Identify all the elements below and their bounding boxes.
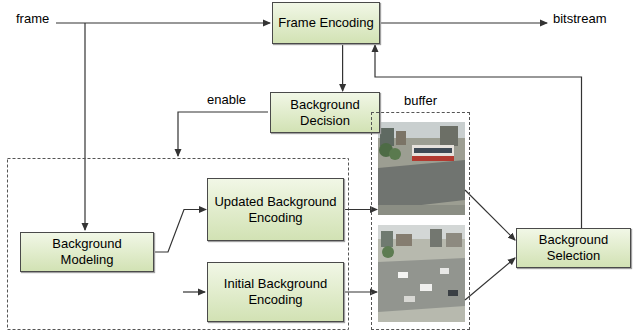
connector-path <box>375 45 582 228</box>
box-label: Updated Background Encoding <box>208 194 343 225</box>
process-box: Updated Background Encoding <box>207 178 344 241</box>
box-label: Background Decision <box>271 97 379 128</box>
flow-label: bitstream <box>552 11 607 27</box>
input-branch <box>84 23 85 230</box>
background-image <box>378 225 465 322</box>
output-line <box>378 22 547 23</box>
process-box: Frame Encoding <box>272 2 380 44</box>
connector-path <box>344 291 377 292</box>
input-line <box>56 22 270 23</box>
box-label: Frame Encoding <box>274 15 377 31</box>
box-label: Background Modeling <box>21 236 153 267</box>
flow-label: enable <box>206 92 247 108</box>
process-box: Initial Background Encoding <box>207 262 344 322</box>
connector-path <box>344 209 377 210</box>
flow-arrow <box>342 44 343 91</box>
buffer-region: buffer <box>371 112 470 330</box>
connector-path <box>465 190 515 240</box>
input-stub <box>183 291 205 292</box>
flow-arrow <box>344 209 377 210</box>
flow-arrow <box>154 210 206 253</box>
box-label: Background Selection <box>517 232 630 263</box>
flow-label: frame <box>15 11 50 27</box>
background-image <box>378 122 465 215</box>
enable-line <box>178 112 268 156</box>
flow-arrow <box>375 45 582 228</box>
dashed-region <box>8 159 349 330</box>
process-box: Background Selection <box>516 228 631 268</box>
connector-path <box>154 210 206 253</box>
process-box: Background Modeling <box>20 232 154 272</box>
region-heading: buffer <box>372 93 469 109</box>
connector-path <box>465 258 515 300</box>
box-label: Initial Background Encoding <box>208 276 343 307</box>
flow-arrow <box>465 190 515 300</box>
connector-path <box>342 44 343 91</box>
process-box: Background Decision <box>270 92 380 133</box>
flow-arrow <box>344 292 377 293</box>
